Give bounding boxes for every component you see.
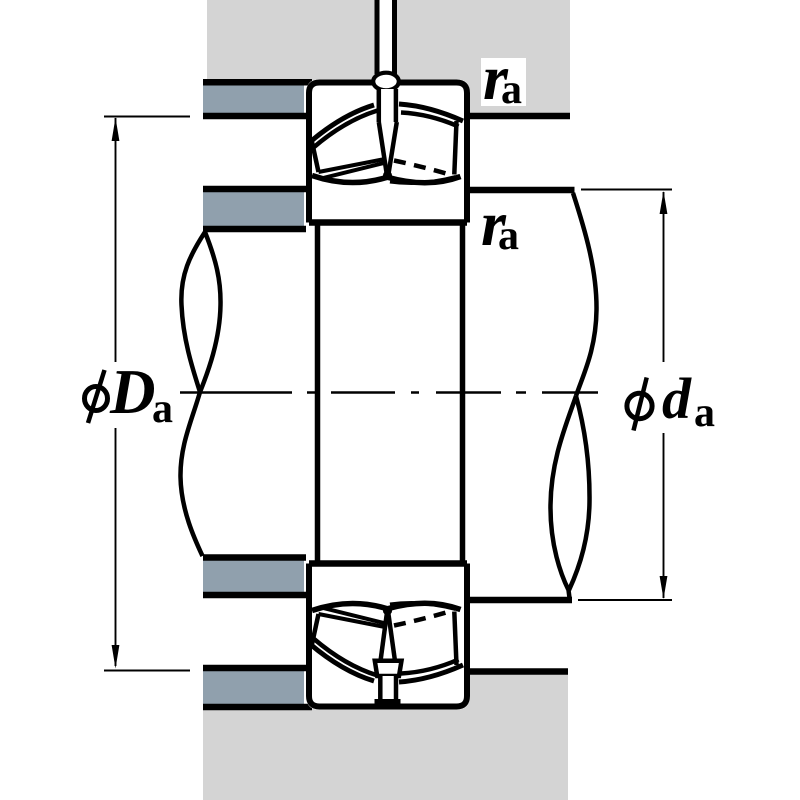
svg-text:a: a <box>501 67 522 113</box>
svg-text:r: r <box>483 42 509 113</box>
svg-text:a: a <box>152 386 173 432</box>
svg-text:a: a <box>498 213 519 259</box>
svg-text:d: d <box>662 366 692 431</box>
svg-text:r: r <box>481 188 507 259</box>
svg-text:D: D <box>109 357 156 427</box>
svg-text:a: a <box>694 390 715 436</box>
